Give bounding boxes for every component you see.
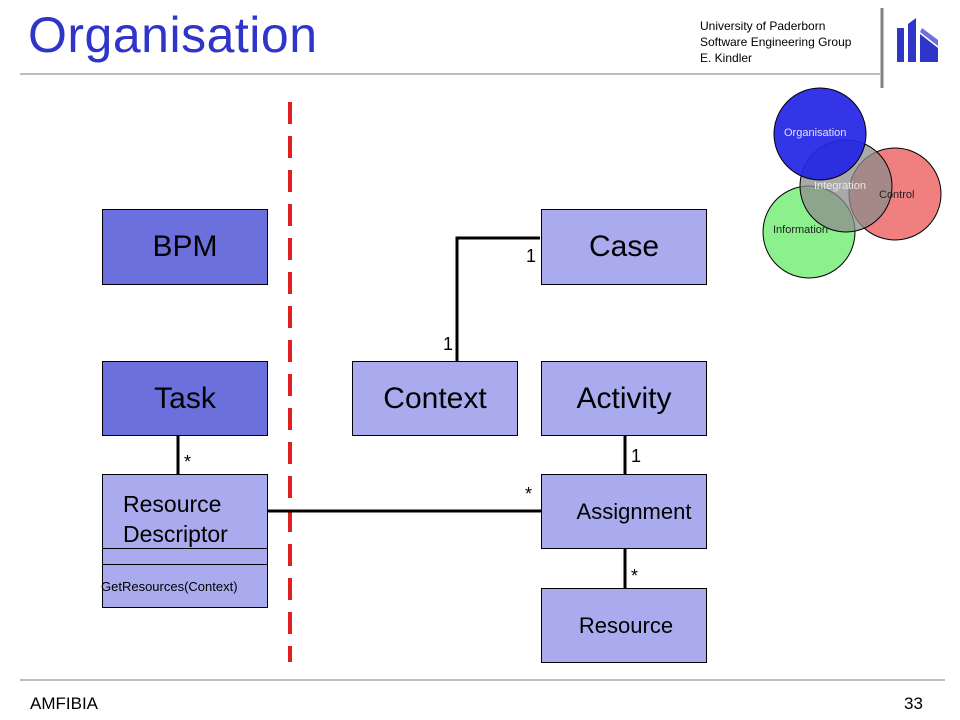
university-line: E. Kindler [700,51,753,65]
multiplicity-label: * [631,566,639,586]
assignment-label: Assignment [576,498,692,524]
page-title: Organisation [28,7,318,63]
context-box: Context [352,361,518,436]
case-label: Case [588,230,660,263]
resource-descriptor-box: Resource Descriptor GetResources(Context… [101,474,268,608]
case-box: Case [541,209,707,285]
venn-control-label: Control [879,189,915,201]
university-line: University of Paderborn [700,19,826,33]
multiplicity-label: 1 [631,446,642,466]
resource-descriptor-line2: Descriptor [123,521,228,547]
multiplicity-label: 1 [526,246,537,266]
activity-label: Activity [576,381,672,415]
assignment-box: Assignment [541,474,707,549]
resource-label: Resource [578,612,674,638]
resource-descriptor-name-compartment: Resource Descriptor [103,475,267,549]
context-label: Context [383,381,487,415]
university-info: University of Paderborn Software Enginee… [700,18,851,66]
activity-box: Activity [541,361,707,436]
resource-descriptor-attribute-compartment [103,549,267,565]
venn-organisation-label: Organisation [784,127,847,139]
bpm-label: BPM [152,230,218,263]
multiplicity-label: * [525,484,533,504]
multiplicity-label: * [184,452,192,472]
resource-descriptor-method: GetResources(Context) [101,579,238,594]
footer-title: AMFIBIA [30,694,99,713]
venn-information-label: Information [773,224,829,236]
task-label: Task [154,381,216,415]
venn-organisation-circle [773,87,867,181]
venn-integration-label: Integration [814,180,866,192]
university-logo-icon [897,18,938,62]
resource-box: Resource [541,588,707,663]
multiplicity-label: 1 [443,334,454,354]
venn-diagram [762,87,942,279]
task-box: Task [102,361,268,436]
case-context-connector [455,236,540,362]
resource-descriptor-line1: Resource [123,491,222,517]
bpm-box: BPM [102,209,268,285]
page-number: 33 [904,694,923,713]
university-line: Software Engineering Group [700,35,852,49]
